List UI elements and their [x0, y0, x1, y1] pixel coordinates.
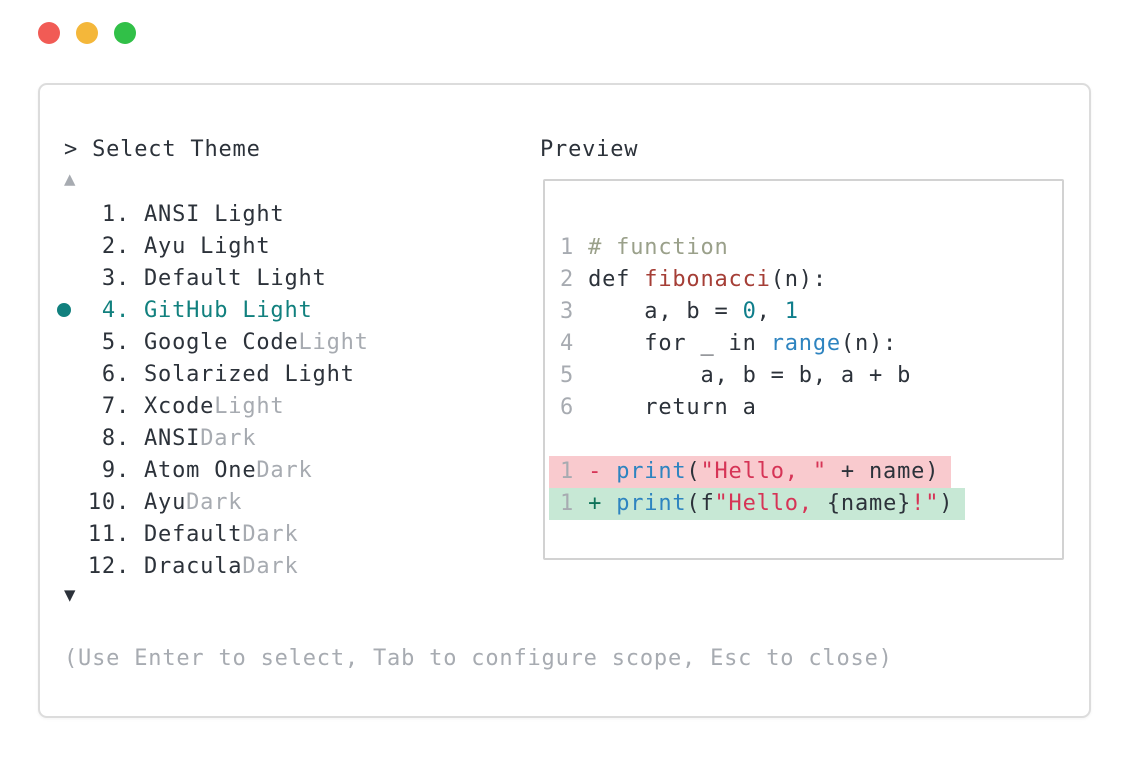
theme-item-label: ANSI Light [144, 201, 285, 227]
theme-list-item[interactable]: 8. ANSI Dark [40, 422, 510, 454]
theme-item-number: 6. [101, 361, 130, 387]
theme-item-suffix: Light [298, 329, 369, 355]
scroll-down-icon[interactable]: ▼ [64, 584, 77, 606]
code-line: 3 a, b = 0, 1 [560, 296, 799, 328]
line-number: 1 [560, 459, 575, 484]
theme-item-label: Ayu [144, 489, 187, 515]
line-number: 1 [560, 491, 575, 516]
theme-item-suffix: Light [214, 393, 285, 419]
theme-item-label: Xcode [144, 393, 215, 419]
theme-list-item[interactable]: 9. Atom One Dark [40, 454, 510, 486]
theme-item-number: 11. [87, 521, 130, 547]
theme-item-number: 8. [101, 425, 130, 451]
minimize-window-button[interactable] [76, 22, 98, 44]
theme-item-label: Dracula [144, 553, 243, 579]
code-token-string: "Hello, " [700, 459, 827, 484]
help-text: (Use Enter to select, Tab to configure s… [64, 646, 893, 671]
code-token-plain: (f [686, 491, 715, 516]
code-token-num: 0 [742, 299, 757, 324]
code-token-plain: def [588, 267, 645, 292]
code-token-plain: (n): [840, 331, 898, 356]
theme-item-label: Default [144, 521, 243, 547]
theme-list-item[interactable]: 1. ANSI Light [40, 198, 510, 230]
theme-item-label: Google Code [144, 329, 299, 355]
code-line: 1 # function [560, 232, 729, 264]
code-line: 2 def fibonacci(n): [560, 264, 827, 296]
theme-item-label: GitHub Light [144, 297, 313, 323]
theme-item-number: 2. [101, 233, 130, 259]
code-line: 5 a, b = b, a + b [560, 360, 911, 392]
picker-title: > Select Theme [64, 137, 261, 162]
code-token-plain: a, b = [588, 299, 743, 324]
code-token-func: fibonacci [644, 267, 771, 292]
code-token-plain: (n): [770, 267, 827, 292]
code-token-string: "Hello, [714, 491, 827, 516]
theme-item-label: Atom One [144, 457, 257, 483]
diff-added-line: 1 + print(f"Hello, {name}!") [549, 488, 966, 520]
code-token-builtin: print [616, 459, 687, 484]
code-token-plain: , [756, 299, 785, 324]
theme-item-label: Solarized Light [144, 361, 355, 387]
line-number: 6 [560, 395, 575, 420]
theme-item-suffix: Dark [200, 425, 257, 451]
window-controls [38, 22, 136, 44]
line-number: 3 [560, 299, 575, 324]
code-token-builtin: print [616, 491, 687, 516]
code-token-plain: return a [588, 395, 757, 420]
close-window-button[interactable] [38, 22, 60, 44]
theme-item-number: 9. [101, 457, 130, 483]
theme-item-number: 10. [87, 489, 130, 515]
line-number: 4 [560, 331, 575, 356]
theme-list-item[interactable]: 10. Ayu Dark [40, 486, 510, 518]
theme-item-number: 4. [101, 297, 130, 323]
theme-list-item[interactable]: 3. Default Light [40, 262, 510, 294]
code-token-plain: for _ in [588, 331, 771, 356]
line-number: 1 [560, 235, 575, 260]
code-token-comment: # function [588, 235, 729, 260]
code-token-string: !" [911, 491, 940, 516]
theme-picker-panel: > Select Theme Preview ▲ 1. ANSI Light 2. A… [38, 83, 1091, 718]
diff-removed-line: 1 - print("Hello, " + name) [549, 456, 952, 488]
theme-item-number: 7. [101, 393, 130, 419]
scroll-up-icon[interactable]: ▲ [64, 168, 77, 190]
theme-item-suffix: Dark [186, 489, 243, 515]
code-token-plain: {name} [826, 491, 912, 516]
theme-item-number: 5. [101, 329, 130, 355]
zoom-window-button[interactable] [114, 22, 136, 44]
theme-item-number: 12. [87, 553, 130, 579]
code-token-plain: + name) [826, 459, 940, 484]
theme-item-label: Default Light [144, 265, 327, 291]
theme-item-suffix: Dark [256, 457, 313, 483]
theme-item-number: 3. [101, 265, 130, 291]
theme-list-item[interactable]: 6. Solarized Light [40, 358, 510, 390]
preview-label: Preview [540, 137, 639, 162]
theme-item-number: 1. [101, 201, 130, 227]
code-line: 6 return a [560, 392, 757, 424]
theme-list-item[interactable]: 12. Dracula Dark [40, 550, 510, 582]
code-token-removed: - [588, 459, 617, 484]
theme-item-label: Ayu Light [144, 233, 271, 259]
theme-item-label: ANSI [144, 425, 201, 451]
theme-list-item[interactable]: 11. Default Dark [40, 518, 510, 550]
theme-item-suffix: Dark [242, 521, 299, 547]
theme-item-suffix: Dark [242, 553, 299, 579]
code-line: 4 for _ in range(n): [560, 328, 897, 360]
theme-list: 1. ANSI Light 2. Ayu Light 3. Default Light 4.… [40, 198, 510, 582]
selected-indicator-icon [57, 303, 85, 317]
theme-list-item[interactable]: 4. GitHub Light [40, 294, 510, 326]
theme-list-item[interactable]: 7. Xcode Light [40, 390, 510, 422]
line-number: 2 [560, 267, 575, 292]
theme-list-item[interactable]: 2. Ayu Light [40, 230, 510, 262]
code-token-plain: ( [686, 459, 701, 484]
code-token-num: 1 [784, 299, 799, 324]
line-number: 5 [560, 363, 575, 388]
code-token-builtin: range [770, 331, 841, 356]
code-token-added: + [588, 491, 617, 516]
code-token-plain: a, b = b, a + b [588, 363, 912, 388]
code-token-plain: ) [939, 491, 954, 516]
theme-list-item[interactable]: 5. Google Code Light [40, 326, 510, 358]
